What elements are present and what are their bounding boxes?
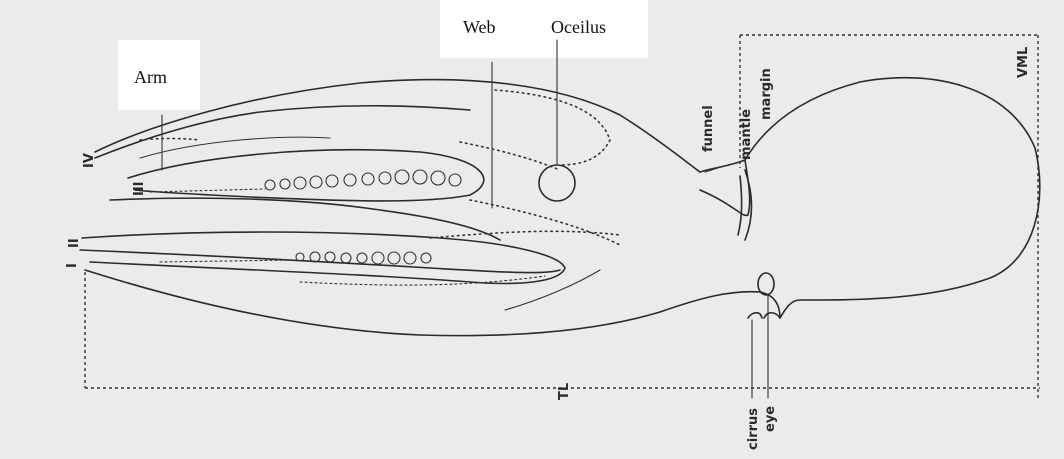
arm-iv-inner [140, 137, 330, 158]
funnel-label: funnel [701, 105, 716, 152]
eye [758, 273, 774, 295]
web-margin-dots-lower [430, 231, 620, 238]
cirrus [748, 313, 780, 318]
arm-iv-upper [95, 106, 470, 158]
web-margin-dots-arm [460, 142, 560, 170]
arm-i-outline [80, 250, 560, 273]
ocellus [539, 165, 575, 201]
arm-i-label: I [65, 263, 80, 268]
cirrus-label: cirrus [746, 408, 761, 450]
tl-label: TL [557, 383, 572, 400]
arm-ii-outline [82, 232, 565, 283]
arm-iv-label: IV [82, 153, 97, 168]
web-upper-outline [95, 80, 700, 172]
web-margin-dots-upper [495, 90, 610, 165]
mantle-label: mantle [739, 109, 754, 160]
eye-label: eye [763, 406, 778, 432]
margin-label: margin [759, 68, 774, 120]
arm-iii-outline [128, 150, 484, 201]
mantle-outline [745, 78, 1040, 318]
web-lower-inner [505, 270, 600, 310]
vml-label: VML [1016, 47, 1031, 78]
upper-arm-suckers [150, 170, 461, 192]
arm-ii-label: II [67, 238, 82, 248]
arm-iii-label: III [132, 181, 147, 196]
